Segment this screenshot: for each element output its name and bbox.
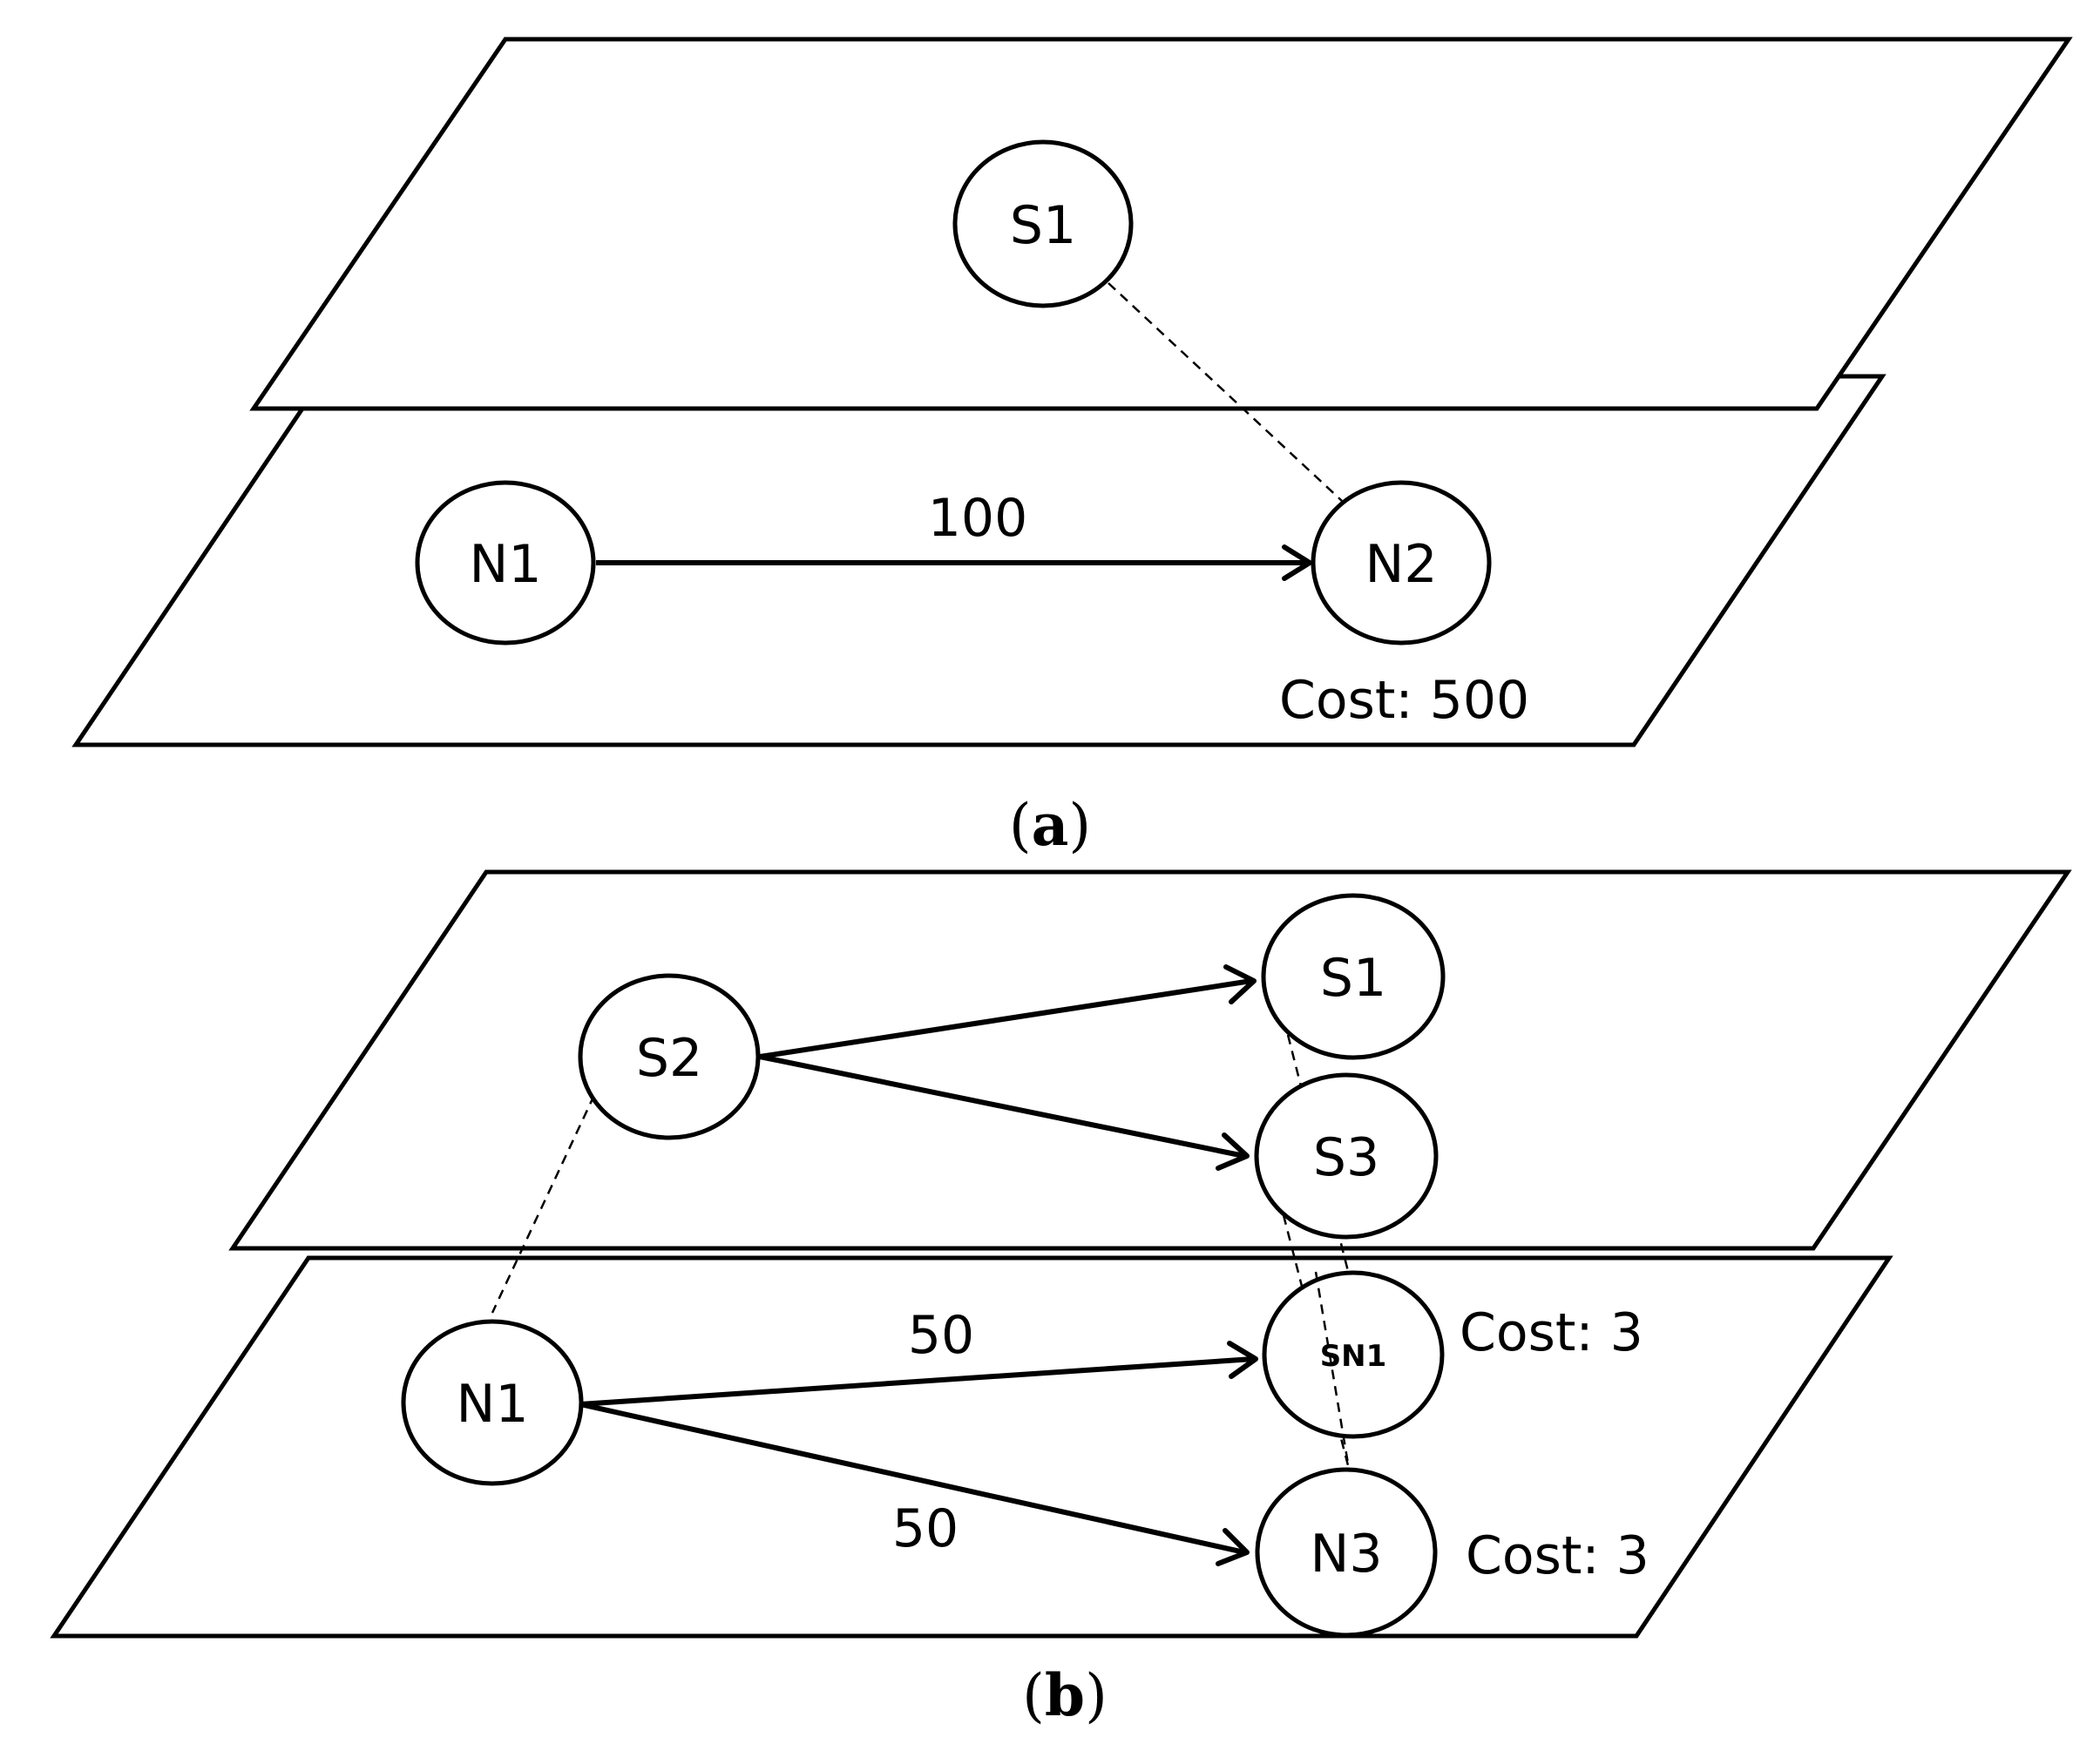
panel-b-arrowhead-s3 [1216, 1132, 1250, 1171]
panel-b-node-n1: N1 [401, 1319, 584, 1486]
panel-b-node-n3: N3 [1255, 1467, 1438, 1638]
panel-b-top-layer [228, 869, 2072, 1251]
panel-a-node-n2-label: N2 [1365, 534, 1437, 595]
panel-b-edge-n1-n3 [579, 1402, 1245, 1555]
panel-b-edge-label-1: 50 [908, 1305, 974, 1366]
panel-b-mapping-s3-n3-overlay [1314, 1271, 1351, 1470]
panel-b-cost-annotation-n3: Cost: 3 [1466, 1525, 1650, 1586]
panel-b-node-sn1: SN1 [1262, 1270, 1445, 1439]
panel-a-arrowhead-n2 [1282, 544, 1312, 581]
panel-a-node-s1-label: S1 [1010, 195, 1076, 256]
panel-b-node-s3-label: S3 [1313, 1127, 1379, 1188]
panel-a-node-s1: S1 [952, 139, 1134, 308]
panel-b-edge-n1-sn1 [579, 1356, 1254, 1407]
panel-b-cost-annotation-sn1: Cost: 3 [1460, 1302, 1643, 1363]
panel-a-node-n1-label: N1 [469, 534, 541, 595]
panel-b-arrowhead-sn1 [1227, 1341, 1258, 1379]
panel-b-node-s2: S2 [578, 973, 761, 1140]
panel-b-arrowhead-n3 [1216, 1528, 1250, 1566]
panel-b-node-s1: S1 [1261, 893, 1446, 1060]
panel-a: 100 S1 N1 N2 Cost: 500 (a) [71, 37, 2073, 859]
panel-a-cost-annotation: Cost: 500 [1279, 670, 1529, 731]
panel-b-edge-label-2: 50 [892, 1498, 959, 1559]
panel-a-node-n1: N1 [415, 480, 596, 646]
panel-a-caption: (a) [1009, 791, 1091, 859]
panel-b-node-s1-label: S1 [1320, 948, 1386, 1009]
panel-b-node-n1-label: N1 [456, 1374, 528, 1435]
panel-a-edge-label: 100 [928, 488, 1028, 549]
panel-b-edge-s2-s1 [759, 978, 1252, 1059]
panel-a-top-layer [249, 37, 2073, 411]
panel-b-arrowhead-s1 [1223, 964, 1257, 1004]
panel-a-mapping-s1-n2 [1108, 282, 1343, 502]
panel-b-node-s3: S3 [1254, 1072, 1439, 1240]
panel-a-node-n2: N2 [1311, 480, 1492, 646]
panel-b-edge-s2-s3 [759, 1054, 1245, 1159]
panel-b-node-s2-label: S2 [636, 1028, 702, 1089]
panel-b-node-n3-label: N3 [1310, 1524, 1382, 1585]
panel-b: 50 50 S2 S1 S3 N1 SN1 N3 Cost: [50, 869, 2072, 1729]
panel-b-caption: (b) [1022, 1661, 1108, 1729]
